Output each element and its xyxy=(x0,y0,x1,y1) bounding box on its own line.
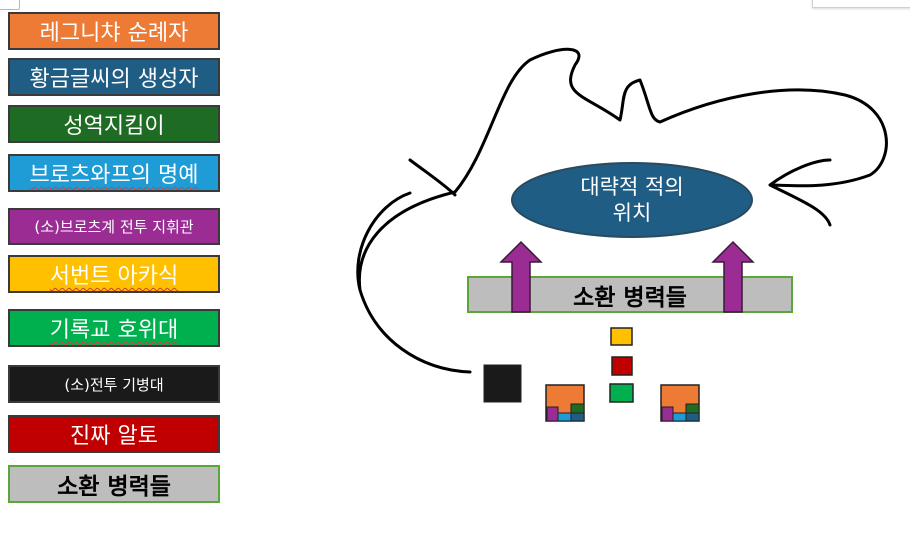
legend-label: 서번트 아카식 xyxy=(49,264,179,289)
legend-item-battle-commander: (소)브로츠계 전투 지휘관 xyxy=(8,208,220,245)
enemy-position-label: 대략적 적의 위치 xyxy=(512,163,752,237)
legend-item-battle-cavalry: (소)전투 기병대 xyxy=(8,365,220,403)
corner-button[interactable] xyxy=(0,0,20,10)
legend-item-wroclaw-honor: 브로츠와프의 명예 xyxy=(8,154,220,192)
enemy-position-ellipse xyxy=(511,162,753,238)
summoned-troops-label: 소환 병력들 xyxy=(573,284,687,311)
legend-item-golden-script: 황금글씨의 생성자 xyxy=(8,58,220,96)
legend-item-sanctuary-keeper: 성역지킴이 xyxy=(8,105,220,143)
legend-label: 브로츠와프의 명예 xyxy=(29,163,199,188)
movement-loop xyxy=(356,47,888,374)
legend-item-summoned-troops: 소환 병력들 xyxy=(8,465,220,503)
unit-servant-akashic xyxy=(610,327,633,346)
enemy-position-line2: 위치 xyxy=(612,201,652,225)
legend-label: (소)전투 기병대 xyxy=(64,375,164,394)
unit-battle-cavalry xyxy=(483,364,522,403)
legend-label: 소환 병력들 xyxy=(57,474,171,500)
legend-label: 진짜 알토 xyxy=(70,424,158,449)
unit-record-guard xyxy=(609,383,634,403)
legend-item-record-guard: 기록교 호위대 xyxy=(8,309,220,347)
legend-item-servant-akashic: 서번트 아카식 xyxy=(8,255,220,293)
formation-group-right xyxy=(660,384,700,422)
advance-arrow-left xyxy=(499,240,543,313)
legend-item-true-alto: 진짜 알토 xyxy=(8,415,220,453)
formation-group-left xyxy=(545,384,585,422)
enemy-position-line1: 대략적 적의 xyxy=(580,175,684,199)
legend-label: 성역지킴이 xyxy=(63,114,165,139)
unit-true-alto xyxy=(611,356,633,376)
legend-label: 레그니챠 순례자 xyxy=(39,21,189,46)
legend-label: (소)브로츠계 전투 지휘관 xyxy=(34,218,194,236)
legend-label: 황금글씨의 생성자 xyxy=(29,67,199,92)
corner-panel xyxy=(812,0,910,8)
advance-arrow-right xyxy=(711,240,755,313)
legend-label: 기록교 호위대 xyxy=(49,318,179,343)
legend-item-pilgrim: 레그니챠 순례자 xyxy=(8,12,220,50)
